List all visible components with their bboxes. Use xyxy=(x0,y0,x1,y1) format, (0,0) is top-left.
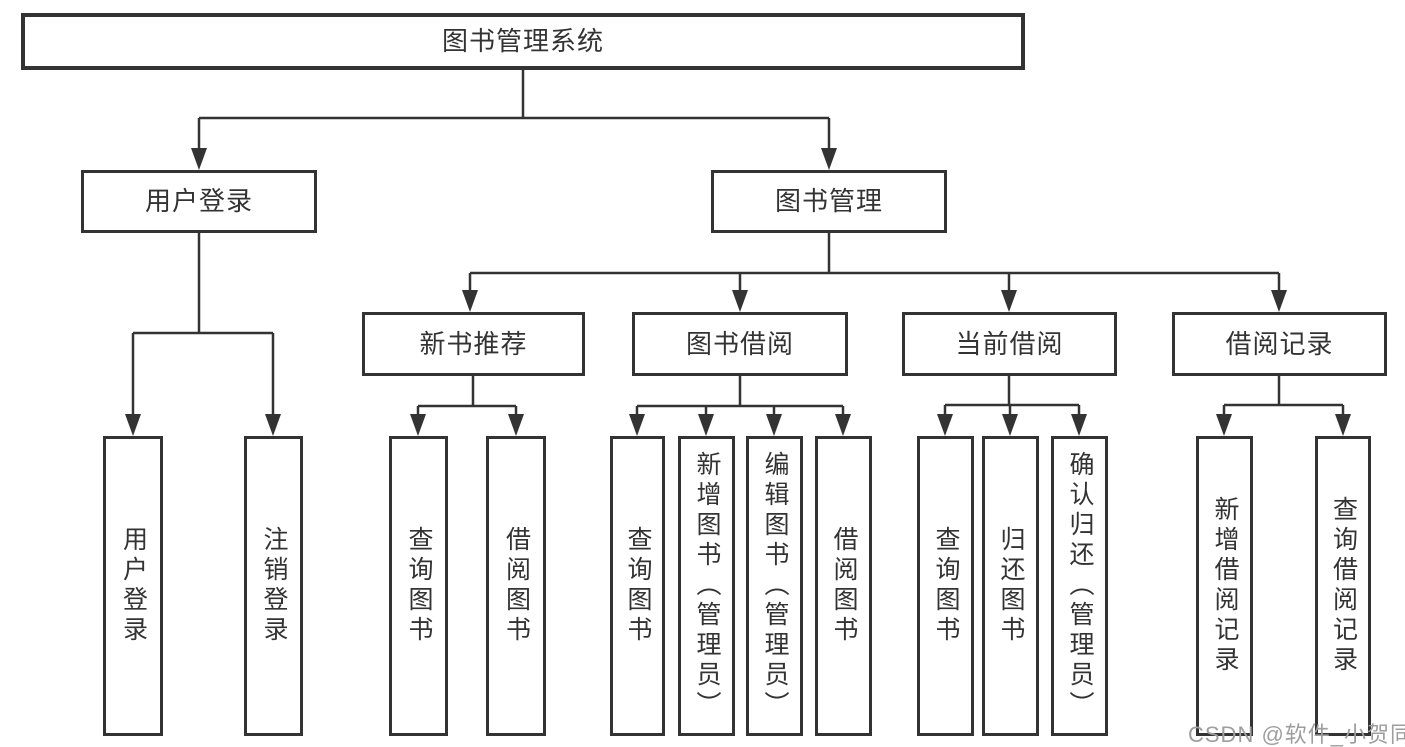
leaf-logout: 注销登录 xyxy=(244,436,303,736)
leaf-br-query-borrow-record: 查询借阅记录 xyxy=(1315,436,1371,736)
leaf-nbr-borrow-books: 借阅图书 xyxy=(486,436,546,736)
node-book-borrowing: 图书借阅 xyxy=(632,312,848,376)
leaf-bb-edit-books-admin: 编辑图书（管理员） xyxy=(746,436,803,736)
node-new-book-recommendation: 新书推荐 xyxy=(362,312,585,376)
leaf-bb-query-books: 查询图书 xyxy=(610,436,665,736)
node-borrowing-records: 借阅记录 xyxy=(1172,312,1387,376)
node-book-management: 图书管理 xyxy=(711,170,947,233)
node-library-management-system: 图书管理系统 xyxy=(21,13,1025,70)
leaf-bb-add-books-admin: 新增图书（管理员） xyxy=(678,436,735,736)
node-current-borrowing: 当前借阅 xyxy=(902,312,1117,376)
leaf-user-login: 用户登录 xyxy=(103,436,163,736)
leaf-cb-query-books: 查询图书 xyxy=(917,436,974,736)
leaf-bb-borrow-books: 借阅图书 xyxy=(815,436,872,736)
leaf-br-add-borrow-record: 新增借阅记录 xyxy=(1196,436,1253,736)
arrowhead-icons xyxy=(125,148,1351,436)
leaf-cb-return-books: 归还图书 xyxy=(982,436,1039,736)
leaf-nbr-query-books: 查询图书 xyxy=(389,436,448,736)
node-user-login: 用户登录 xyxy=(81,170,317,233)
watermark: CSDN @软件_小贺同学 xyxy=(1188,722,1405,747)
leaf-cb-confirm-return-admin: 确认归还（管理员） xyxy=(1051,436,1108,736)
